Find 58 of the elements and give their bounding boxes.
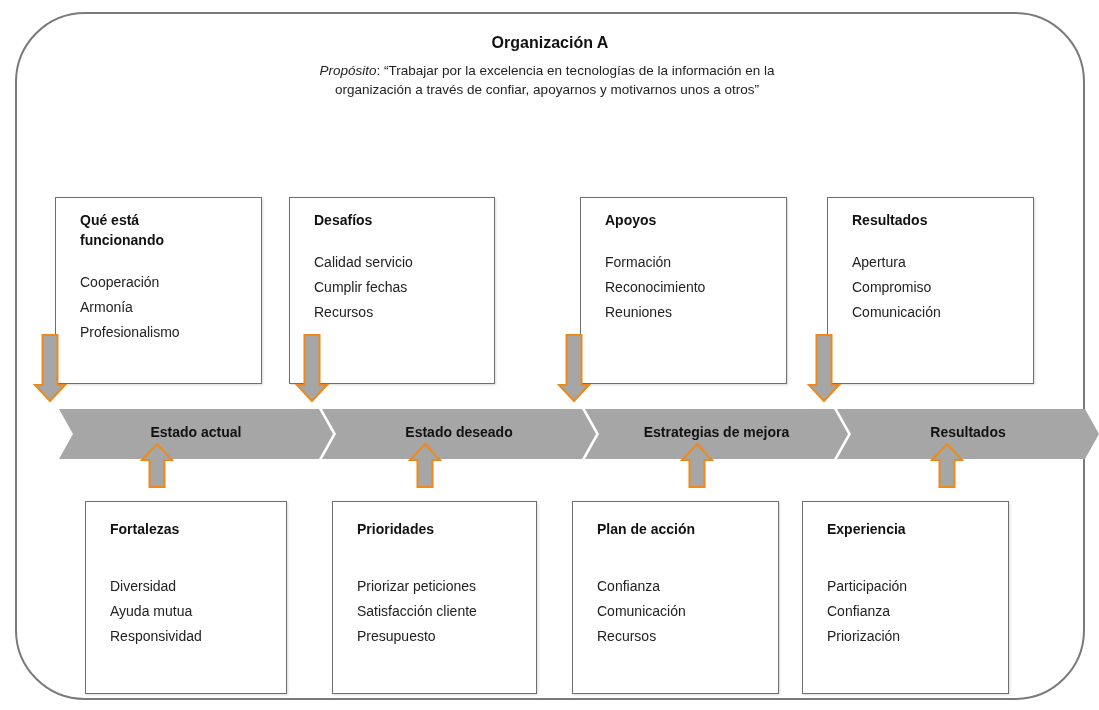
block-arrow — [556, 334, 592, 403]
list-item: Priorizar peticiones — [357, 577, 478, 596]
text-card — [572, 501, 779, 694]
stage-label: Estado deseado — [404, 424, 514, 440]
list-item: Apertura — [852, 253, 907, 272]
list-item: Diversidad — [110, 577, 178, 596]
text-card — [55, 197, 262, 384]
list-item: Armonía — [80, 298, 134, 317]
chevron-segment — [837, 409, 1099, 459]
card-heading: Fortalezas — [110, 520, 181, 539]
block-arrow — [294, 334, 330, 403]
list-item: Profesionalismo — [80, 323, 181, 342]
card-heading: Plan de acción — [597, 520, 697, 539]
list-item: Comunicación — [852, 303, 942, 322]
list-item: Recursos — [597, 627, 658, 646]
list-item: Cooperación — [80, 273, 161, 292]
stage-label: Estado actual — [149, 424, 243, 440]
card-heading: Resultados — [852, 211, 929, 230]
list-item: Reconocimiento — [605, 278, 707, 297]
list-item: Formación — [605, 253, 673, 272]
stage-label: Estrategias de mejora — [642, 424, 791, 440]
list-item: Confianza — [597, 577, 662, 596]
card-heading: Prioridades — [357, 520, 436, 539]
card-heading: Apoyos — [605, 211, 658, 230]
block-arrow — [32, 334, 68, 403]
list-item: Participación — [827, 577, 909, 596]
list-item: Recursos — [314, 303, 375, 322]
chevron-segment — [59, 409, 333, 459]
block-arrow — [929, 442, 965, 488]
chevron-segment — [322, 409, 596, 459]
list-item: Comunicación — [597, 602, 687, 621]
list-item: Satisfacción cliente — [357, 602, 478, 621]
text-card — [289, 197, 495, 384]
list-item: Confianza — [827, 602, 892, 621]
list-item: Presupuesto — [357, 627, 437, 646]
block-arrow — [139, 442, 175, 488]
text-card — [827, 197, 1034, 384]
list-item: Calidad servicio — [314, 253, 414, 272]
text-card — [85, 501, 287, 694]
list-item: Cumplir fechas — [314, 278, 409, 297]
list-item: Responsividad — [110, 627, 203, 646]
block-arrow — [407, 442, 443, 488]
card-heading: Qué está funcionando — [80, 211, 165, 250]
card-heading: Desafíos — [314, 211, 374, 230]
list-item: Priorización — [827, 627, 902, 646]
text-card — [580, 197, 787, 384]
chevron-segment — [585, 409, 848, 459]
organization-heading: Organización A — [490, 34, 610, 52]
block-arrow — [806, 334, 842, 403]
card-heading: Experiencia — [827, 520, 907, 539]
purpose-statement: Propósito: “Trabajar por la excelencia en tecnologías de la información en la organización a través de confiar, apoyarnos y motivarnos unos a otros” — [318, 62, 776, 99]
text-card — [332, 501, 537, 694]
block-arrow — [679, 442, 715, 488]
text-card — [802, 501, 1009, 694]
list-item: Compromiso — [852, 278, 933, 297]
list-item: Ayuda mutua — [110, 602, 194, 621]
stage-label: Resultados — [929, 424, 1007, 440]
list-item: Reuniones — [605, 303, 673, 322]
